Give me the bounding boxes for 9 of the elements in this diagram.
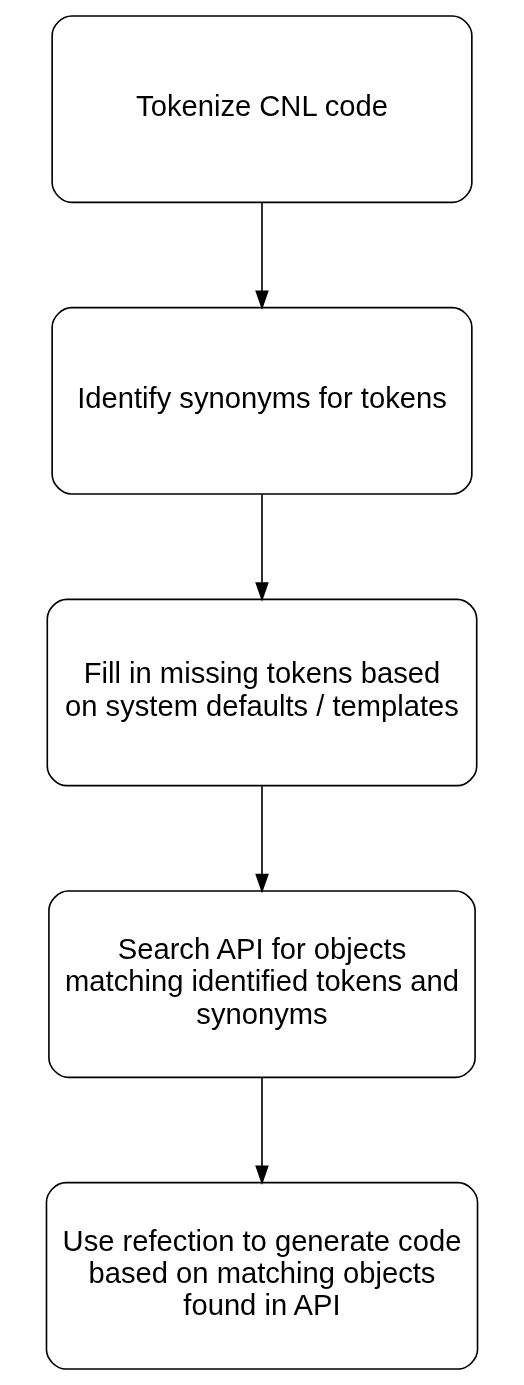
arrow	[255, 202, 269, 310]
arrow	[255, 785, 269, 894]
node-box: Tokenize CNL code	[51, 15, 473, 204]
arrow	[255, 1077, 269, 1185]
node-box: Identify synonyms for tokens	[51, 306, 473, 495]
node-box: Fill in missing tokens based on system defaults / templates	[46, 598, 478, 787]
arrow	[255, 493, 269, 602]
node-box: Use refection to generate code based on matching objects found in API	[45, 1181, 479, 1370]
node-box: Search API for objects matching identified tokens and synonyms	[48, 890, 476, 1079]
